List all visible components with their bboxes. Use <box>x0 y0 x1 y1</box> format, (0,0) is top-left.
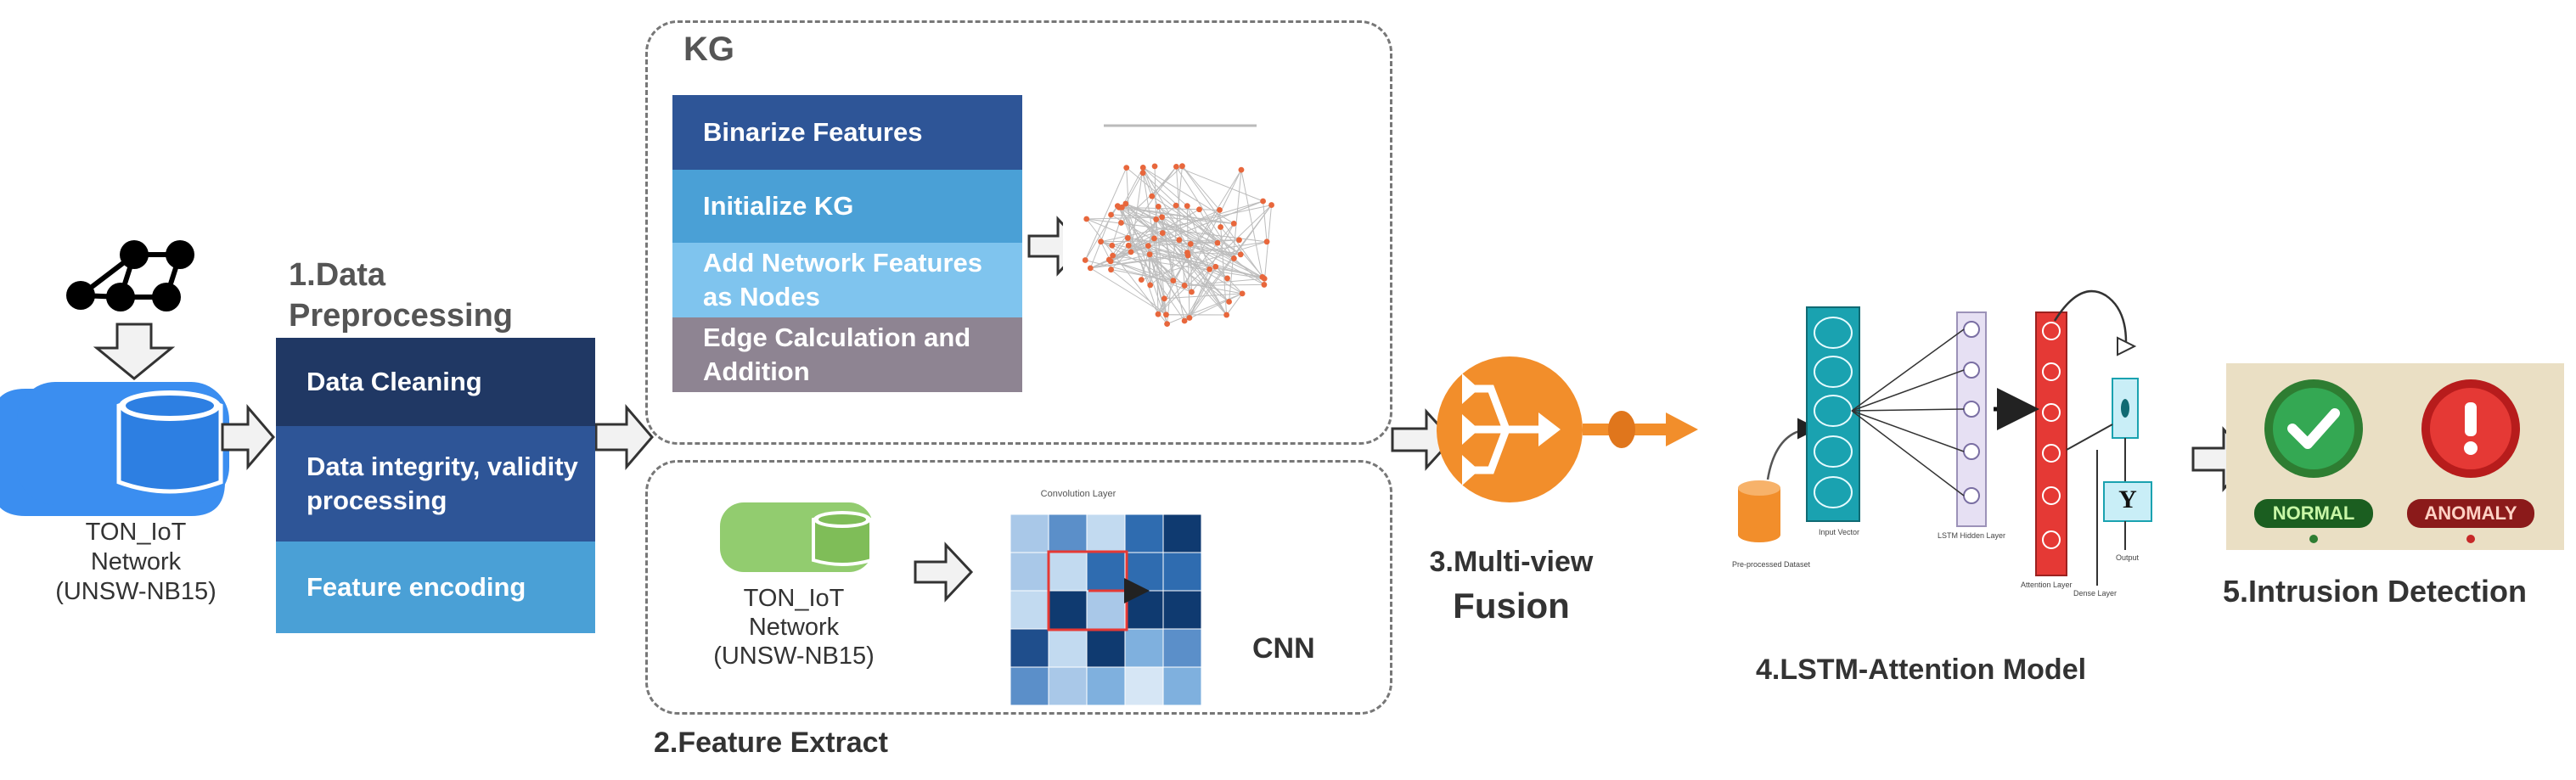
lstm-hidden-layer-label: LSTM Hidden Layer <box>1938 531 2006 540</box>
intrusion-detection-image <box>2226 363 2564 550</box>
knowledge-graph-image <box>1063 119 1292 344</box>
kg-step-label: Edge Calculation and Addition <box>703 323 971 386</box>
fusion-router-icon <box>1437 356 1698 502</box>
lstm-title: 4.LSTM-Attention Model <box>1756 654 2087 686</box>
kg-step-label: Initialize KG <box>703 191 854 221</box>
normal-label: NORMAL <box>2272 502 2355 524</box>
dataset-name-line2: Network <box>90 548 182 575</box>
lstm-dense-layer-label: Dense Layer <box>2073 589 2118 598</box>
lstm-input-vector-label: Input Vector <box>1819 528 1860 536</box>
preprocessing-step-label: Data integrity, validity processing <box>307 452 578 515</box>
kg-step-add-nodes: Add Network Features as Nodes <box>672 243 1022 317</box>
preprocessing-step-integrity: Data integrity, validity processing <box>276 426 595 542</box>
lstm-attention-image <box>1732 289 2165 615</box>
cnn-dataset-line2: Network <box>748 614 840 641</box>
kg-title: KG <box>683 31 734 68</box>
cnn-dataset-line1: TON_IoT <box>743 585 845 612</box>
cnn-dataset-line3: (UNSW-NB15) <box>713 643 875 670</box>
preprocessing-step-encoding: Feature encoding <box>276 542 595 633</box>
down-arrow-icon <box>93 323 176 380</box>
feature-extract-section <box>645 460 1392 715</box>
preprocessing-step-cleaning: Data Cleaning <box>276 338 595 426</box>
cnn-database-icon <box>720 502 873 572</box>
arrow-to-conv-icon <box>914 542 974 603</box>
preprocessing-title: 1.Data Preprocessing <box>289 257 513 334</box>
dataset-name-line1: TON_IoT <box>85 519 187 546</box>
convolution-layer-image <box>1010 513 1202 706</box>
anomaly-label: ANOMALY <box>2424 502 2517 524</box>
cnn-dataset-label: TON_IoT Network (UNSW-NB15) <box>692 584 896 671</box>
cnn-label: CNN <box>1252 632 1315 665</box>
kg-section <box>645 20 1392 445</box>
dataset-label: TON_IoT Network (UNSW-NB15) <box>34 518 238 607</box>
network-graph-icon <box>66 240 194 311</box>
kg-step-edges: Edge Calculation and Addition <box>672 317 1022 392</box>
dataset-database-icon <box>0 382 229 516</box>
lstm-attention-layer-label: Attention Layer <box>2021 581 2073 589</box>
lstm-output-label: Output <box>2116 553 2140 562</box>
fusion-title-line1: 3.Multi-view <box>1429 546 1594 578</box>
fusion-title-line2: Fusion <box>1453 586 1570 626</box>
preprocessing-step-label: Data Cleaning <box>307 367 482 396</box>
kg-step-initialize: Initialize KG <box>672 170 1022 243</box>
lstm-y-label: Y <box>2118 485 2137 513</box>
arrow-to-kg-icon <box>594 403 654 471</box>
feature-extract-title: 2.Feature Extract <box>654 727 888 759</box>
dataset-name-line3: (UNSW-NB15) <box>55 578 217 605</box>
kg-step-label: Binarize Features <box>703 117 923 147</box>
preprocessing-step-label: Feature encoding <box>307 572 526 602</box>
lstm-input-dataset-label: Pre-processed Dataset <box>1732 560 1811 569</box>
conv-layer-label: Convolution Layer <box>1040 489 1116 499</box>
kg-step-binarize: Binarize Features <box>672 95 1022 170</box>
detection-title: 5.Intrusion Detection <box>2223 574 2528 609</box>
arrow-to-preprocessing-icon <box>221 403 275 471</box>
kg-step-label: Add Network Features as Nodes <box>703 248 983 311</box>
